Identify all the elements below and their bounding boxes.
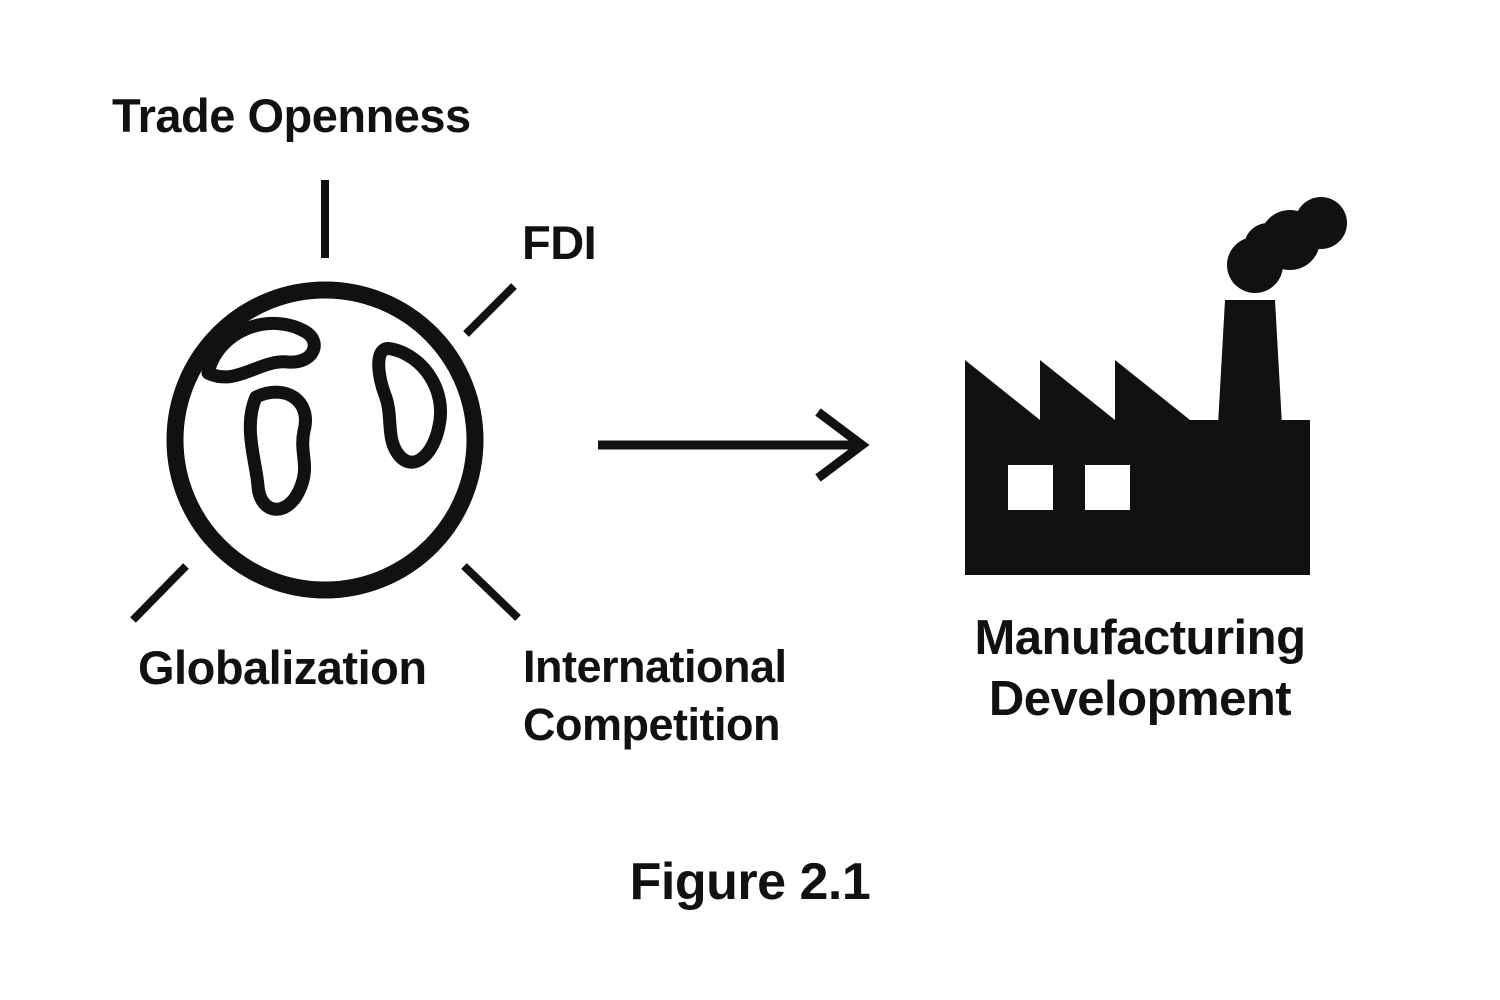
manufacturing-development-label: Manufacturing Development	[974, 611, 1306, 727]
right-arrow-icon	[598, 408, 870, 482]
international-competition-label: International Competition	[523, 641, 787, 750]
globalization-label: Globalization	[138, 641, 427, 694]
trade-openness-label: Trade Openness	[112, 89, 471, 142]
factory-icon	[950, 185, 1350, 585]
fdi-label: FDI	[522, 216, 597, 269]
figure-caption: Figure 2.1	[629, 853, 871, 911]
globe-icon	[160, 275, 490, 605]
